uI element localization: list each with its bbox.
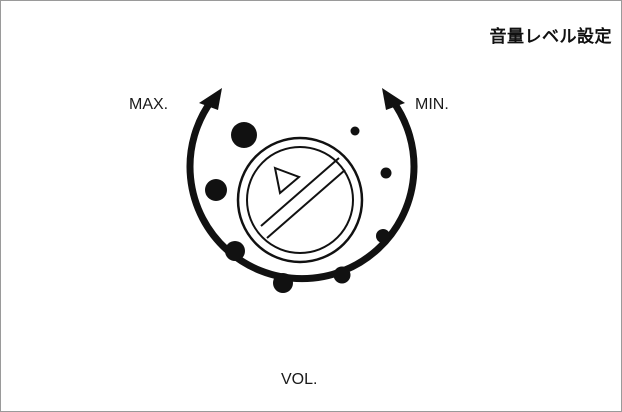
max-label: MAX. [129,96,168,113]
play-triangle-icon [273,166,301,195]
max-arrow-head-icon [199,88,222,110]
level-dot [273,273,293,293]
level-dot [225,241,245,261]
min-label: MIN. [415,96,449,113]
volume-knob[interactable] [236,136,364,264]
volume-range-arc [186,97,418,283]
min-arrow-head-icon [382,88,405,110]
page-title: 音量レベル設定 [489,27,612,47]
level-dot [376,229,390,243]
level-dot [333,266,351,284]
level-dot [231,122,257,148]
vol-label: VOL. [281,371,317,388]
level-dot [380,167,392,179]
level-dot [205,179,227,201]
level-dot [350,126,360,136]
